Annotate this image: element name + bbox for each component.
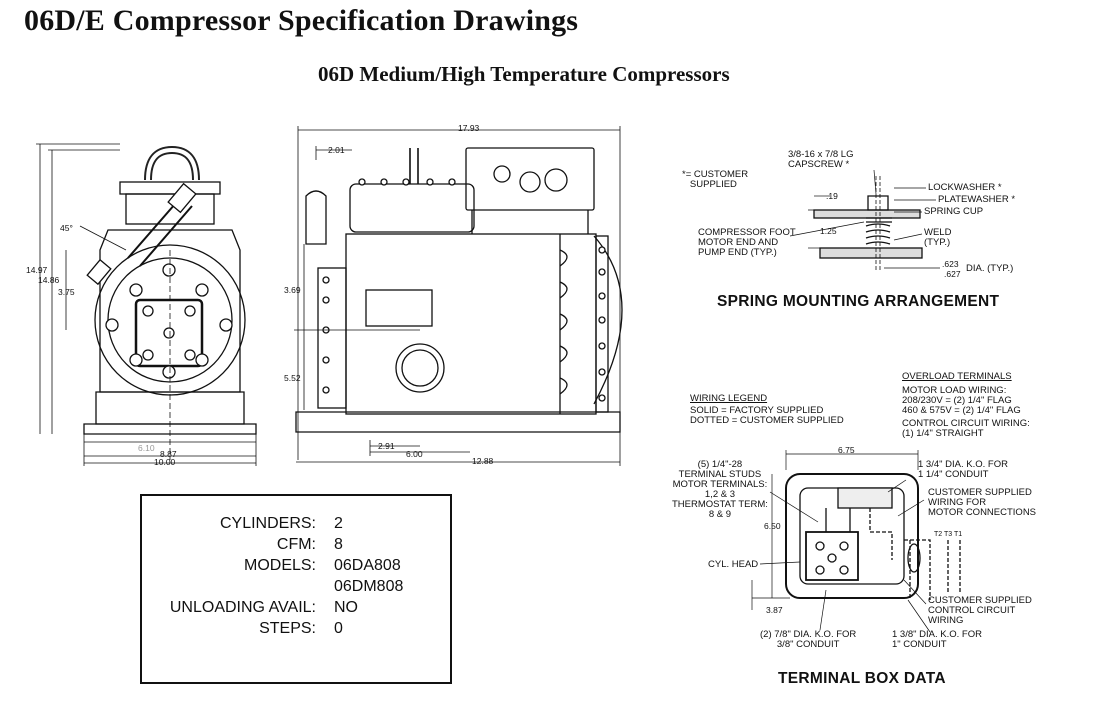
spring-cup-label: SPRING CUP <box>924 206 984 217</box>
spring-weld-label: WELD (TYP.) <box>924 227 952 248</box>
spring-mounting <box>789 169 940 272</box>
spring-platewasher-label: PLATEWASHER * <box>938 194 1016 205</box>
spec-label: CFM: <box>276 536 316 553</box>
spec-box: CYLINDERS: 2 CFM: 8 MODELS: 06DA808 06DM… <box>140 494 452 684</box>
ko-138-note: 1 3/8" DIA. K.O. FOR 1" CONDUIT <box>892 629 982 650</box>
page-title: 06D/E Compressor Specification Drawings <box>24 4 579 37</box>
spec-value: NO <box>334 599 358 616</box>
t-terminal-labels: T2 T3 T1 <box>934 531 963 538</box>
customer-control-wiring-note: CUSTOMER SUPPLIED CONTROL CIRCUIT WIRING <box>928 595 1032 626</box>
spec-value: 0 <box>334 620 343 637</box>
page-subtitle: 06D Medium/High Temperature Compressors <box>318 62 730 86</box>
dim-overall-length: 17.93 <box>458 123 480 133</box>
cyl-head-label: CYL. HEAD <box>708 559 759 570</box>
dim-angle-45: 45° <box>60 223 73 233</box>
spring-section-title: SPRING MOUNTING ARRANGEMENT <box>717 293 1000 310</box>
terminal-section-title: TERMINAL BOX DATA <box>778 670 946 687</box>
ko-134-note: 1 3/4" DIA. K.O. FOR 1 1/4" CONDUIT <box>918 459 1008 480</box>
spring-dim-627: .627 <box>944 269 961 279</box>
spec-value: 8 <box>334 536 343 553</box>
terminal-box <box>751 450 961 633</box>
dim-2-01: 2.01 <box>328 145 345 155</box>
spring-dim-125: 1.25 <box>820 226 837 236</box>
dim-14-97: 14.97 <box>26 265 48 275</box>
dim-14-86: 14.86 <box>38 275 60 285</box>
spring-dim-19: .19 <box>826 191 838 201</box>
terminal-dim-387: 3.87 <box>766 605 783 615</box>
spec-label: CYLINDERS: <box>219 515 316 532</box>
overload-title: OVERLOAD TERMINALS <box>902 371 1012 382</box>
spec-label: STEPS: <box>259 620 316 637</box>
wiring-legend-title: WIRING LEGEND <box>690 393 768 404</box>
dim-12-88: 12.88 <box>472 456 494 466</box>
dim-3-75: 3.75 <box>58 287 75 297</box>
spec-value: 2 <box>334 515 343 532</box>
terminal-dim-675: 6.75 <box>838 445 855 455</box>
control-circuit-wiring: CONTROL CIRCUIT WIRING: (1) 1/4" STRAIGH… <box>902 418 1030 439</box>
spec-value: 06DA808 <box>334 557 401 574</box>
spring-dia-typ: DIA. (TYP.) <box>966 263 1014 274</box>
front-view <box>36 143 257 466</box>
spring-foot-label: COMPRESSOR FOOT MOTOR END AND PUMP END (… <box>698 227 796 258</box>
dim-6-00: 6.00 <box>406 449 423 459</box>
dim-2-91: 2.91 <box>378 441 395 451</box>
dim-3-69: 3.69 <box>284 285 301 295</box>
terminal-dim-650: 6.50 <box>764 521 781 531</box>
motor-load-wiring: MOTOR LOAD WIRING: 208/230V = (2) 1/4" F… <box>902 385 1021 416</box>
spring-customer-supplied-note: *= CUSTOMER SUPPLIED <box>682 169 749 190</box>
dim-5-52: 5.52 <box>284 373 301 383</box>
spec-value: 06DM808 <box>334 578 404 595</box>
spec-label: MODELS: <box>243 557 316 574</box>
spring-capscrew-label: 3/8-16 x 7/8 LG CAPSCREW * <box>788 149 854 170</box>
customer-motor-wiring-note: CUSTOMER SUPPLIED WIRING FOR MOTOR CONNE… <box>928 487 1037 518</box>
dim-6-10: 6.10 <box>138 443 155 453</box>
dim-8-87: 8.87 <box>160 449 177 459</box>
terminal-studs-note: (5) 1/4"-28 TERMINAL STUDS MOTOR TERMINA… <box>672 459 768 520</box>
spring-lockwasher-label: LOCKWASHER * <box>928 182 1002 193</box>
dim-10-00: 10.00 <box>154 457 176 467</box>
side-view <box>294 126 623 466</box>
wiring-legend: SOLID = FACTORY SUPPLIED DOTTED = CUSTOM… <box>690 405 844 426</box>
ko-78-note: (2) 7/8" DIA. K.O. FOR 3/8" CONDUIT <box>760 629 857 650</box>
spec-label: UNLOADING AVAIL: <box>169 599 316 616</box>
spring-dim-623: .623 <box>942 259 959 269</box>
